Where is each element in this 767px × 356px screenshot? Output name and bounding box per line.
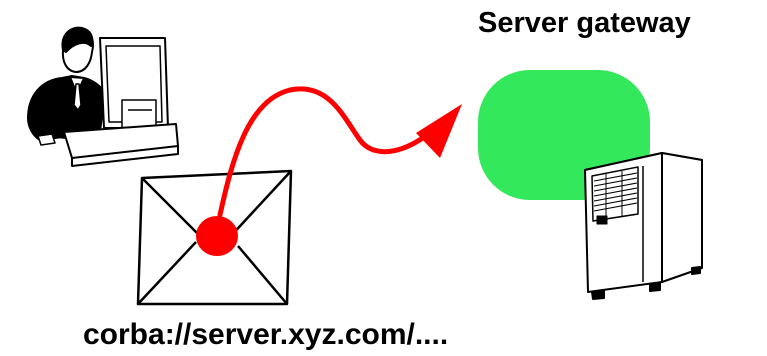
curved-arrow-icon	[217, 86, 462, 218]
user-at-computer-icon	[27, 26, 179, 167]
corba-url-caption: corba://server.xyz.com/....	[83, 318, 449, 351]
wax-seal-icon	[196, 216, 238, 256]
server-gateway-title: Server gateway	[478, 7, 691, 39]
server-tower-icon	[584, 152, 703, 300]
